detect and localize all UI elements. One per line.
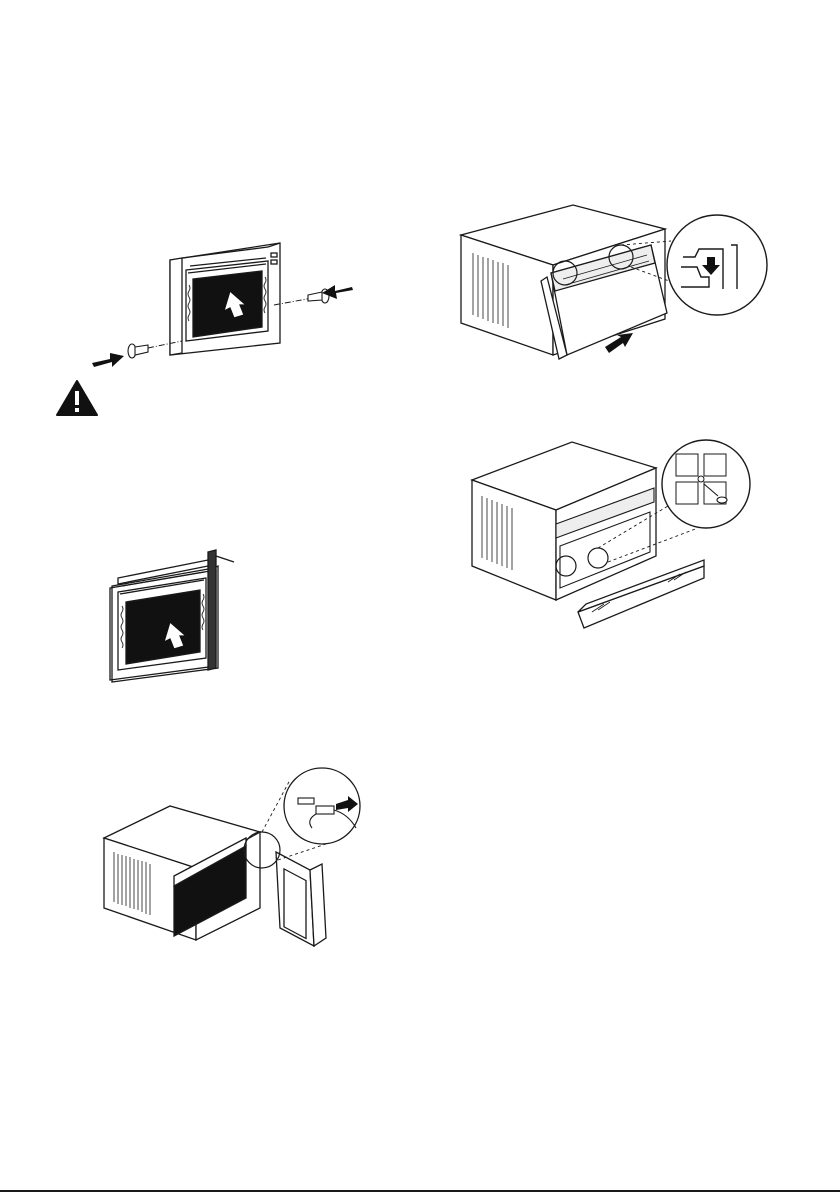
front-grille-attach-illustration xyxy=(455,205,785,375)
grille-screw-illustration xyxy=(468,432,758,652)
sleeve-gasket-illustration xyxy=(108,548,258,688)
sleeve-screw-illustration xyxy=(90,225,370,375)
warning-triangle-icon xyxy=(56,380,98,416)
wire-connector-illustration xyxy=(100,768,370,958)
